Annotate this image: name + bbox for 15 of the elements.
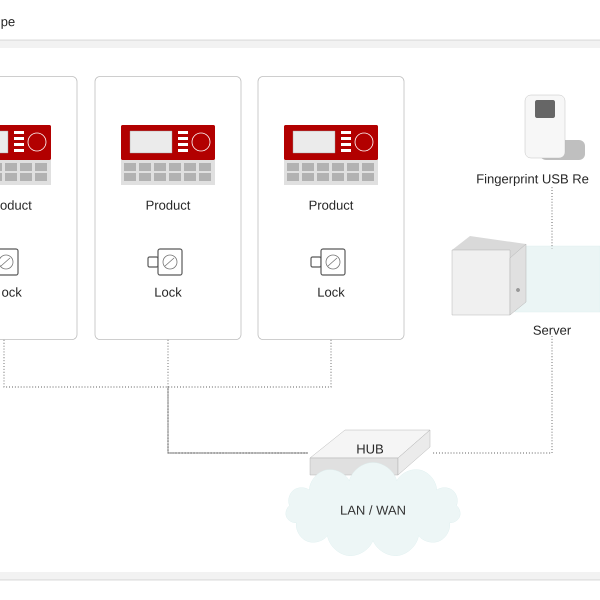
- device-label: Fingerprint USB Re: [477, 174, 588, 186]
- connector-line: [4, 339, 308, 454]
- device-panel: [258, 76, 404, 340]
- device-panel: [0, 76, 78, 340]
- caption: oduct: [0, 200, 32, 210]
- caption: Product: [310, 200, 354, 210]
- device-panel: [94, 76, 242, 340]
- connector-line: [432, 336, 552, 454]
- caption: ock: [2, 287, 22, 297]
- device-label: Server: [533, 326, 571, 335]
- title: pe: [2, 19, 15, 29]
- caption: Lock: [318, 287, 345, 297]
- caption: Lock: [155, 287, 182, 297]
- caption: Product: [146, 200, 190, 210]
- network-cloud: LAN / WAN: [286, 462, 460, 556]
